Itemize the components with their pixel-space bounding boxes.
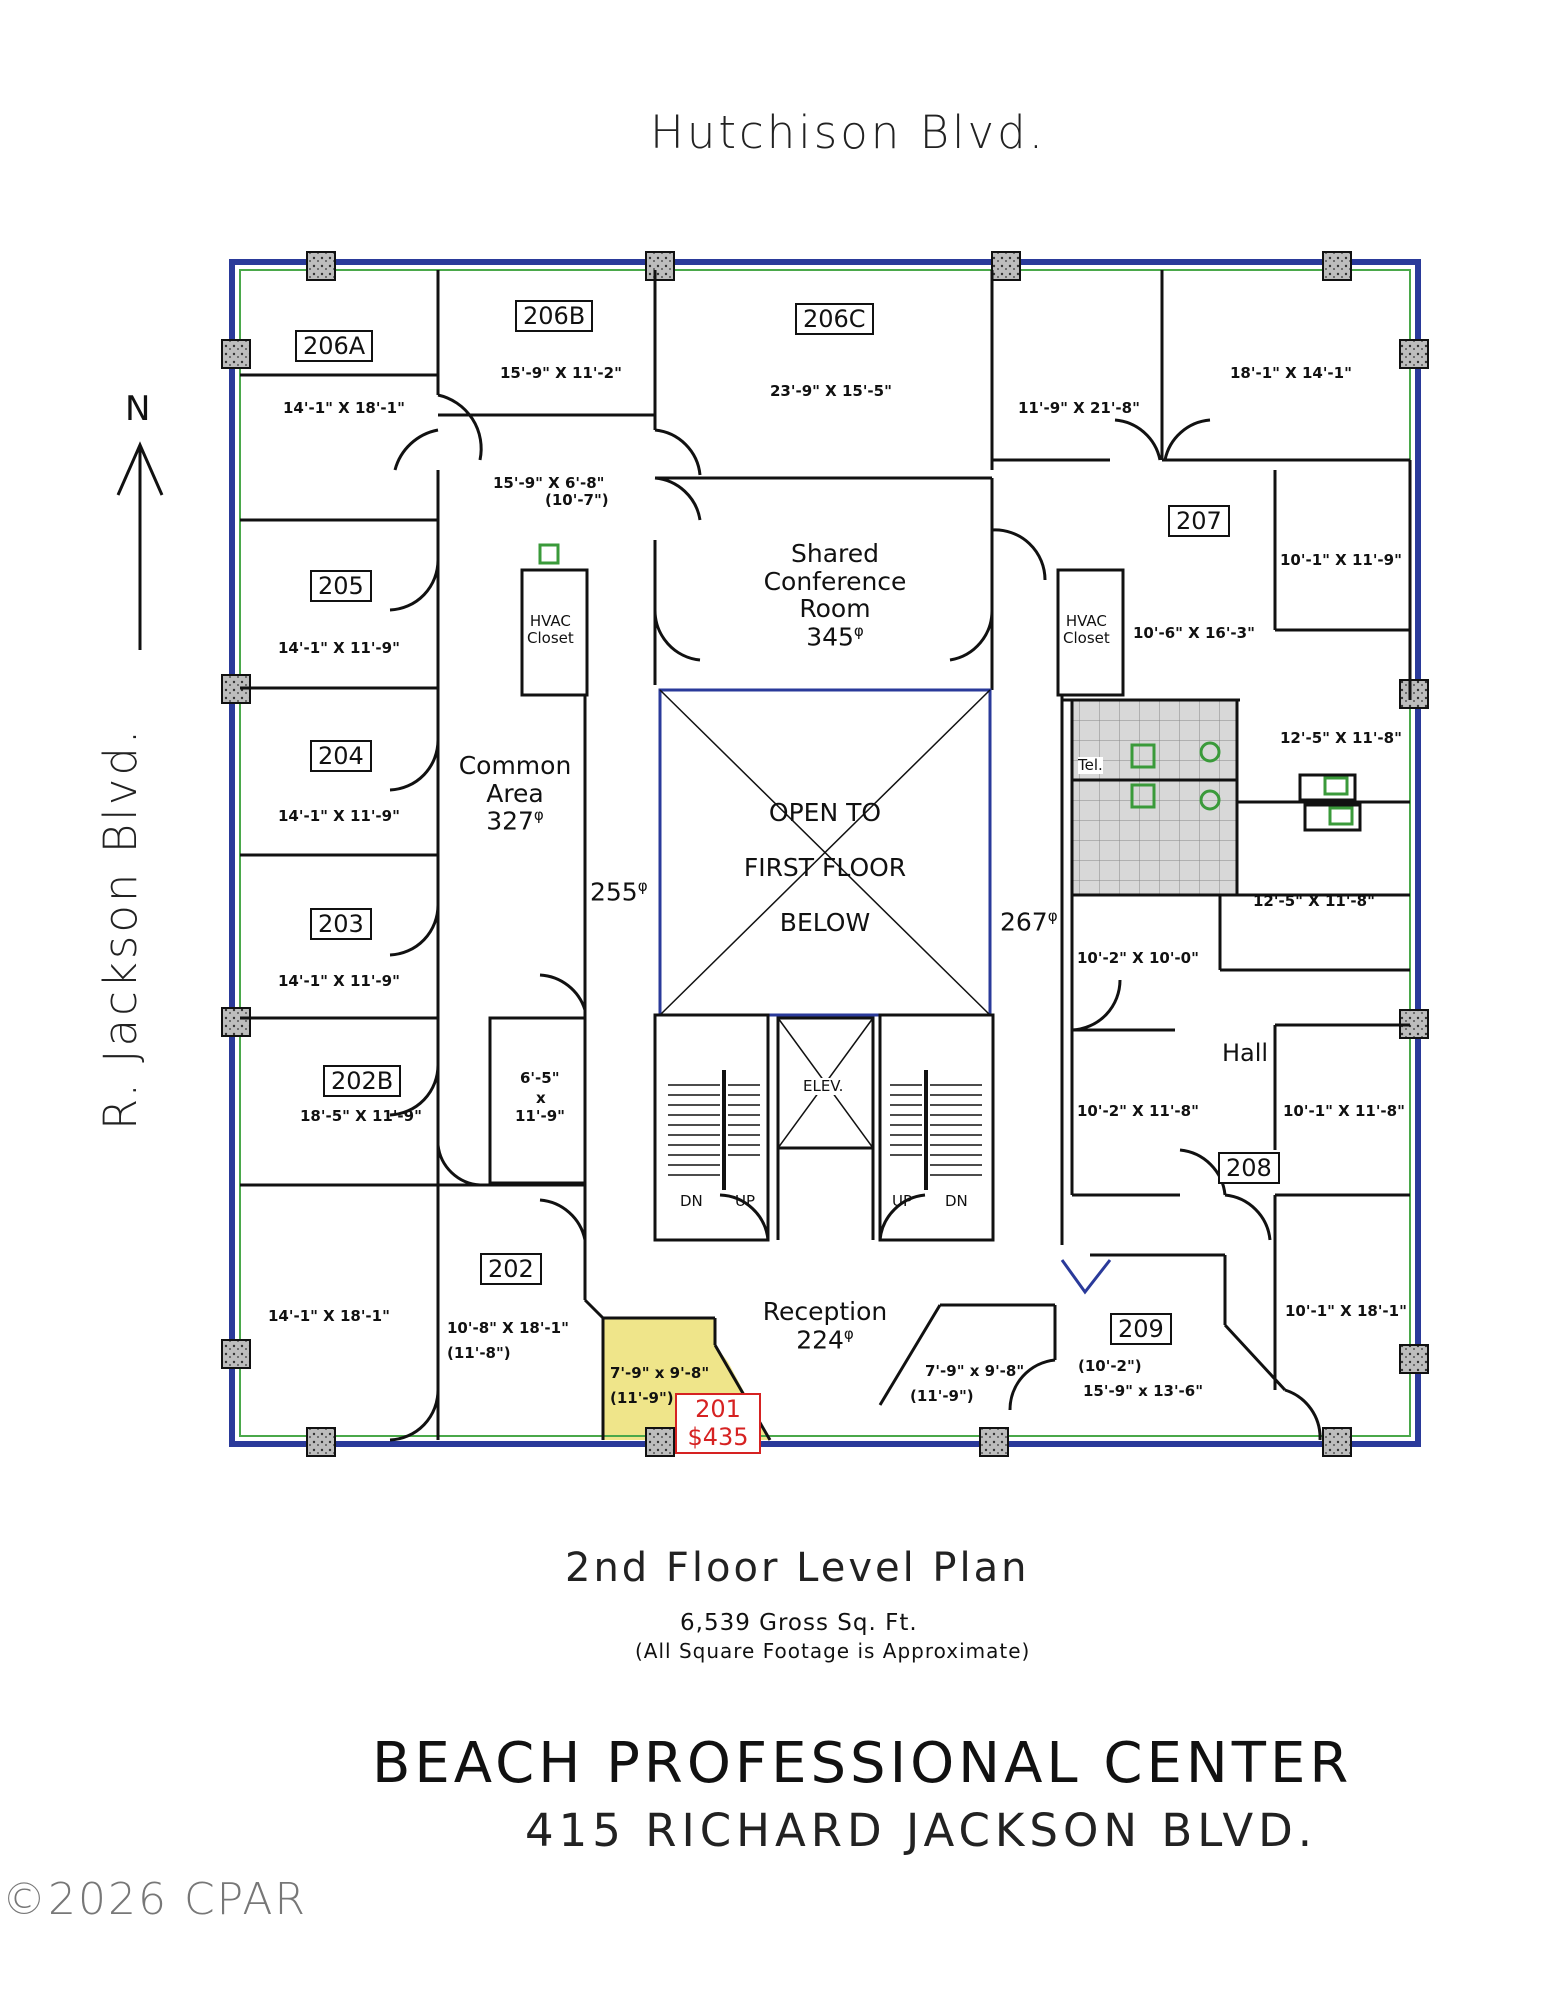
- unit-205-dims: 14'-1" X 11'-9": [278, 639, 400, 657]
- unit-209-dims: 15'-9" x 13'-6": [1083, 1382, 1204, 1400]
- unit-202-dims: 10'-8" X 18'-1": [447, 1319, 569, 1337]
- unit-202-label: 202: [480, 1253, 542, 1285]
- unit-203-dims: 14'-1" X 11'-9": [278, 972, 400, 990]
- common-area-label: Common Area 327φ: [445, 752, 585, 835]
- interior-walls: [240, 270, 1412, 1442]
- south-room-b-dims: 7'-9" x 9'-8": [925, 1362, 1025, 1380]
- unit-202b-label: 202B: [323, 1065, 402, 1097]
- stair-east-dn: DN: [945, 1192, 968, 1210]
- closet-dims-x: x: [536, 1089, 546, 1107]
- east-room-a-dims: 10'-1" X 11'-9": [1280, 551, 1402, 569]
- ne-room-b-dims: 18'-1" X 14'-1": [1230, 364, 1352, 382]
- common-sf: 327φ: [486, 806, 544, 836]
- hvac-west-line-1: HVAC: [529, 612, 571, 630]
- unit-204-label: 204: [310, 740, 372, 772]
- reception-line-1: Reception: [762, 1297, 888, 1326]
- unit-201-price-tag[interactable]: 201 $435: [675, 1393, 761, 1455]
- open-to-first-floor-label: OPEN TO FIRST FLOOR BELOW: [705, 785, 945, 950]
- open-line-1: OPEN TO: [768, 798, 882, 827]
- unit-207-label: 207: [1168, 505, 1230, 537]
- open-line-3: BELOW: [779, 908, 871, 937]
- building-address: 415 RICHARD JACKSON BLVD.: [525, 1804, 1318, 1857]
- sw-room-dims: 14'-1" X 18'-1": [268, 1307, 390, 1325]
- street-north: Hutchison Blvd.: [650, 106, 1047, 159]
- tel-room-label: Tel.: [1078, 756, 1103, 774]
- unit-201-dims-2: (11'-9"): [610, 1389, 674, 1407]
- closet-dims-a: 6'-5": [520, 1069, 560, 1087]
- unit-208-label: 208: [1218, 1152, 1280, 1184]
- unit-206a-label: 206A: [295, 330, 374, 362]
- gross-sq-ft: 6,539 Gross Sq. Ft.: [680, 1610, 918, 1636]
- hall-label: Hall: [1222, 1039, 1269, 1067]
- open-line-2: FIRST FLOOR: [743, 853, 907, 882]
- unit-209-label: 209: [1110, 1313, 1172, 1345]
- reception-label: Reception 224φ: [745, 1298, 905, 1353]
- approx-note: (All Square Footage is Approximate): [635, 1639, 1031, 1663]
- east-room-e-dims: 10'-2" X 10'-0": [1077, 949, 1199, 967]
- unit-201-label: 201: [695, 1395, 741, 1423]
- east-room-g-dims: 10'-1" X 11'-8": [1283, 1102, 1405, 1120]
- unit-206a-dims: 14'-1" X 18'-1": [283, 399, 405, 417]
- unit-201-dims: 7'-9" x 9'-8": [610, 1364, 710, 1382]
- unit-201-price: $435: [687, 1422, 749, 1451]
- unit-203-label: 203: [310, 908, 372, 940]
- common-line-1: Common: [458, 751, 572, 780]
- unit-206b-dims: 15'-9" X 11'-2": [500, 364, 622, 382]
- conference-room-label: Shared Conference Room 345φ: [740, 540, 930, 650]
- unit-206b-label: 206B: [515, 300, 594, 332]
- conference-line-3: Room: [799, 594, 871, 623]
- east-room-b-dims: 10'-6" X 16'-3": [1133, 624, 1255, 642]
- stair-east-up: UP: [892, 1192, 913, 1210]
- building-outline: [229, 259, 1421, 1447]
- east-room-f-dims: 10'-2" X 11'-8": [1077, 1102, 1199, 1120]
- hvac-closet-east: HVAC Closet: [1063, 613, 1110, 646]
- unit-205-label: 205: [310, 570, 372, 602]
- conference-sf: 345φ: [806, 621, 864, 651]
- ne-room-a-dims: 11'-9" X 21'-8": [1018, 399, 1140, 417]
- unit-202b-dims: 18'-5" X 11'-9": [300, 1107, 422, 1125]
- conference-line-1: Shared: [790, 539, 879, 568]
- hvac-west-line-2: Closet: [527, 628, 574, 647]
- west-corridor-sf: 255φ: [590, 877, 648, 907]
- compass-letter: N: [125, 389, 151, 429]
- copyright: ©2026 CPAR: [2, 1874, 308, 1925]
- common-line-2: Area: [486, 778, 544, 808]
- conference-line-2: Conference: [763, 566, 907, 596]
- columns: [221, 251, 1429, 1457]
- unit-204-dims: 14'-1" X 11'-9": [278, 807, 400, 825]
- stair-west-up: UP: [735, 1192, 756, 1210]
- unit-209-dims-2: (10'-2"): [1078, 1357, 1142, 1375]
- plan-title: 2nd Floor Level Plan: [565, 1545, 1030, 1591]
- east-corridor-sf: 267φ: [1000, 907, 1058, 937]
- north-hall-dims: 15'-9" X 6'-8": [493, 474, 605, 492]
- hvac-closet-west: HVAC Closet: [527, 613, 574, 646]
- stair-west-dn: DN: [680, 1192, 703, 1210]
- unit-206c-label: 206C: [795, 303, 874, 335]
- building-name: BEACH PROFESSIONAL CENTER: [372, 1731, 1353, 1796]
- hvac-east-line-1: HVAC: [1065, 612, 1107, 630]
- hvac-east-line-2: Closet: [1063, 628, 1110, 647]
- closet-dims-b: 11'-9": [515, 1107, 565, 1125]
- north-hall-dims-2: (10'-7"): [545, 491, 609, 509]
- street-west: R. Jackson Blvd.: [94, 726, 147, 1130]
- elevator-label: ELEV.: [803, 1077, 844, 1095]
- reception-sf: 224φ: [796, 1324, 854, 1354]
- unit-202-dims-2: (11'-8"): [447, 1344, 511, 1362]
- south-room-b-dims-2: (11'-9"): [910, 1387, 974, 1405]
- east-room-h-dims: 10'-1" X 18'-1": [1285, 1302, 1407, 1320]
- unit-206c-dims: 23'-9" X 15'-5": [770, 382, 892, 400]
- east-room-d-dims: 12'-5" X 11'-8": [1253, 892, 1375, 910]
- north-arrow-icon: [116, 441, 164, 650]
- east-room-c-dims: 12'-5" X 11'-8": [1280, 729, 1402, 747]
